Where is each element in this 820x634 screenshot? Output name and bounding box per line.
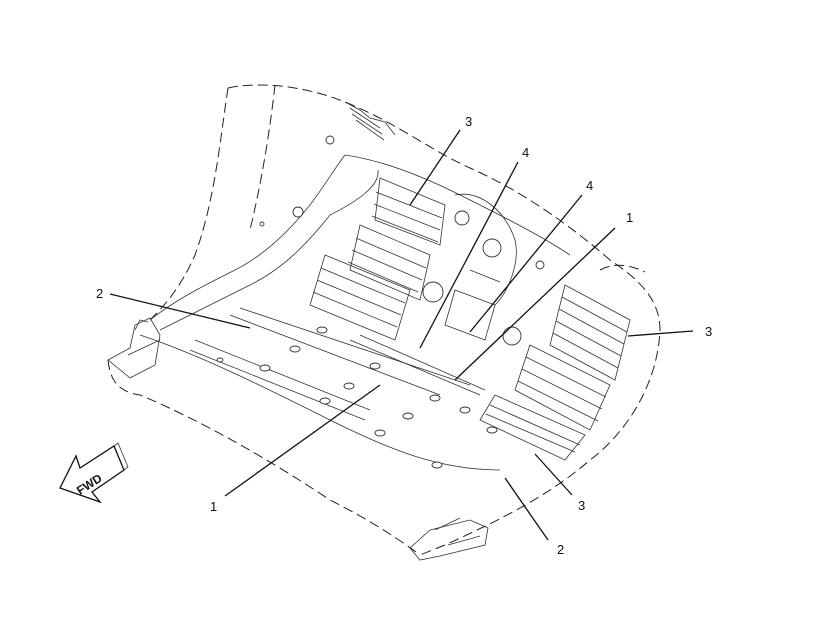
leader-line-2-left — [109, 293, 251, 329]
bottom-plate — [139, 307, 501, 471]
bottom-bracket — [409, 517, 489, 561]
callout-4-left: 4 — [522, 145, 529, 160]
callout-1-right: 1 — [626, 210, 633, 225]
leader-line-4-right — [469, 194, 583, 333]
leader-line-3-top — [409, 129, 461, 206]
guard-panel-upper — [309, 177, 446, 341]
fwd-arrow-icon — [59, 445, 125, 504]
fwd-arrow-label: FWD — [74, 471, 105, 498]
guard-panel-right — [479, 284, 631, 461]
left-bracket — [107, 317, 161, 379]
callout-3-top: 3 — [465, 114, 472, 129]
machine-body-outline — [107, 84, 661, 556]
callout-2-left: 2 — [96, 286, 103, 301]
leader-line-3-right — [627, 330, 694, 337]
fwd-arrow: FWD — [59, 442, 129, 504]
callout-1-bottom: 1 — [210, 499, 217, 514]
callout-4-right: 4 — [586, 178, 593, 193]
leader-line-2-bottom — [504, 477, 549, 541]
swing-drive — [422, 193, 545, 346]
leader-line-3-bottom — [534, 453, 573, 496]
leader-line-4-left — [419, 161, 519, 349]
callout-3-bottom: 3 — [578, 498, 585, 513]
callout-3-right: 3 — [705, 324, 712, 339]
callout-2-bottom: 2 — [557, 542, 564, 557]
leader-line-1-bottom — [224, 384, 381, 497]
leader-lines — [109, 129, 694, 541]
front-frame — [149, 101, 571, 331]
leader-line-1-right — [454, 227, 616, 381]
callout-labels: 3 4 4 1 2 3 1 3 2 — [96, 114, 712, 557]
